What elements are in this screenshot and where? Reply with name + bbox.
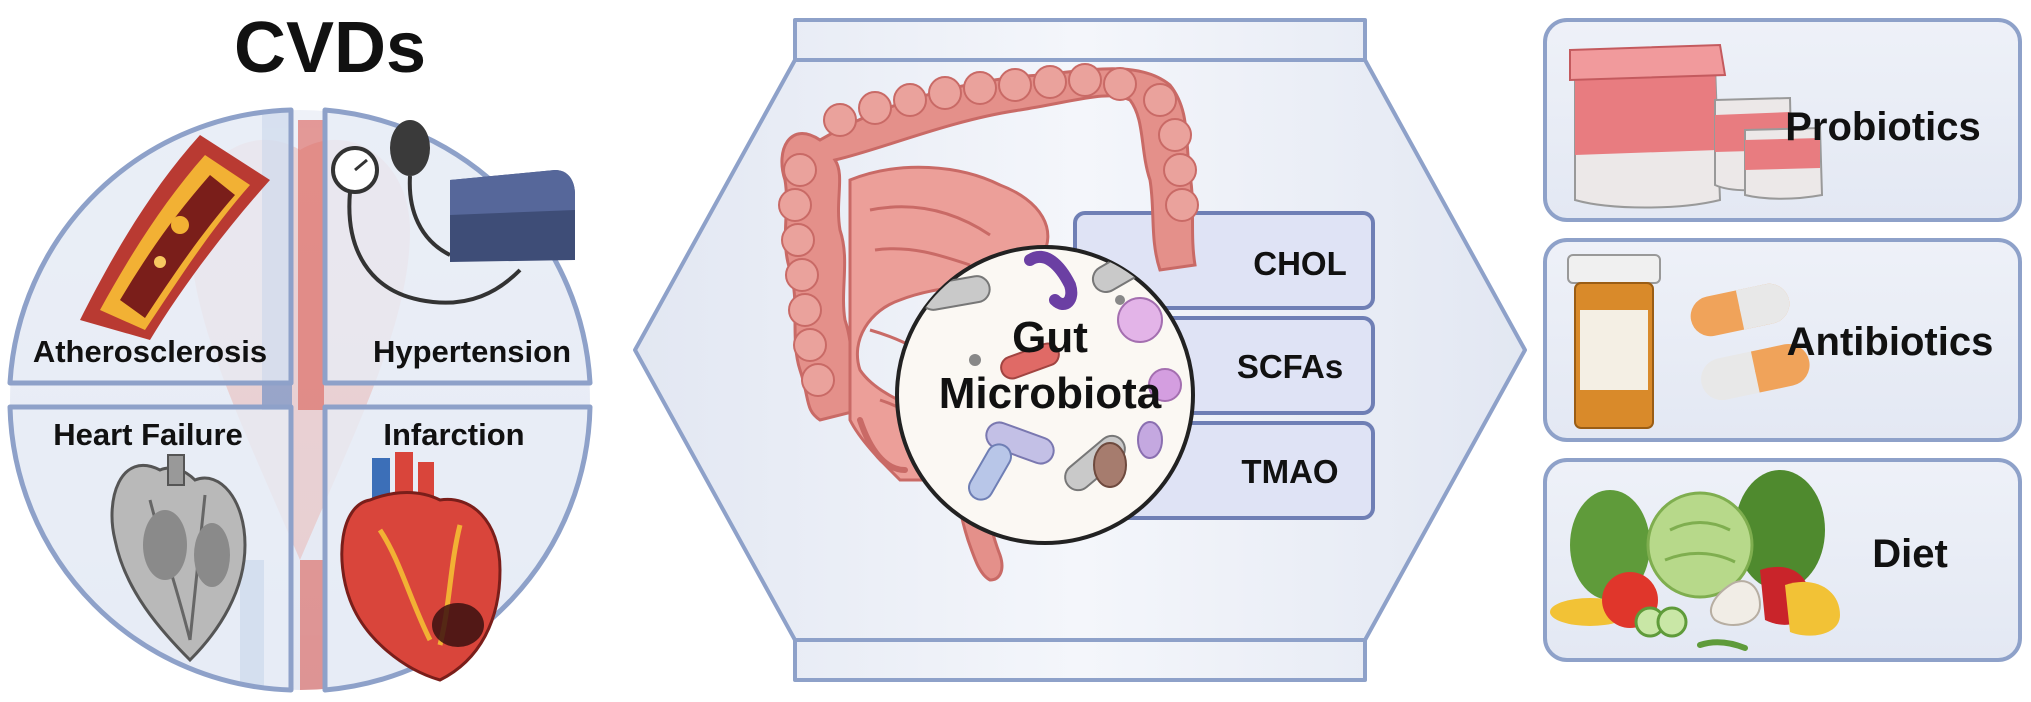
quadrant-infarction: Infarction: [322, 404, 593, 693]
diagram-title: CVDs: [234, 8, 426, 88]
intervention-label-diet: Diet: [1872, 532, 1948, 576]
metabolite-label-tmao: TMAO: [1241, 453, 1338, 490]
vegetables-icon: [1550, 470, 1840, 651]
metabolite-label-scfas: SCFAs: [1237, 348, 1343, 385]
quadrant-label-hypertension: Hypertension: [373, 334, 571, 369]
intervention-antibiotics: Antibiotics: [1543, 238, 2022, 442]
bacteria-illustrations: [919, 247, 1182, 501]
artery-plaque-illustration: [80, 135, 270, 340]
interventions-panel: Probiotics Antibiot: [1543, 18, 2022, 662]
infarction-heart-icon: [340, 452, 502, 682]
intervention-label-antibiotics: Antibiotics: [1787, 320, 1994, 364]
quadrant-label-infarction: Infarction: [383, 417, 524, 452]
quadrant-hypertension: Hypertension: [322, 107, 593, 386]
heart-failure-heart-icon: [110, 454, 247, 663]
intervention-label-probiotics: Probiotics: [1785, 105, 1981, 149]
lens-label-microbiota: Microbiota: [939, 369, 1162, 418]
gut-microbiota-lens: Gut Microbiota: [895, 245, 1195, 545]
yogurt-cups-icon: [1569, 43, 1824, 209]
pill-bottle-icon: [1567, 254, 1661, 429]
metabolite-label-chol: CHOL: [1253, 245, 1347, 282]
lens-label-gut: Gut: [1012, 313, 1088, 362]
quadrant-label-atherosclerosis: Atherosclerosis: [33, 334, 267, 369]
quadrant-heart-failure: Heart Failure: [7, 404, 294, 693]
cvd-circle: Atherosclerosis Hypertension: [7, 107, 593, 693]
blood-pressure-monitor-icon: [331, 120, 575, 305]
quadrant-atherosclerosis: Atherosclerosis: [7, 107, 294, 386]
intervention-probiotics: Probiotics: [1543, 18, 2022, 222]
quadrant-label-heart-failure: Heart Failure: [53, 417, 243, 452]
capsules-icon: [1690, 283, 1810, 401]
intervention-diet: Diet: [1543, 458, 2022, 662]
